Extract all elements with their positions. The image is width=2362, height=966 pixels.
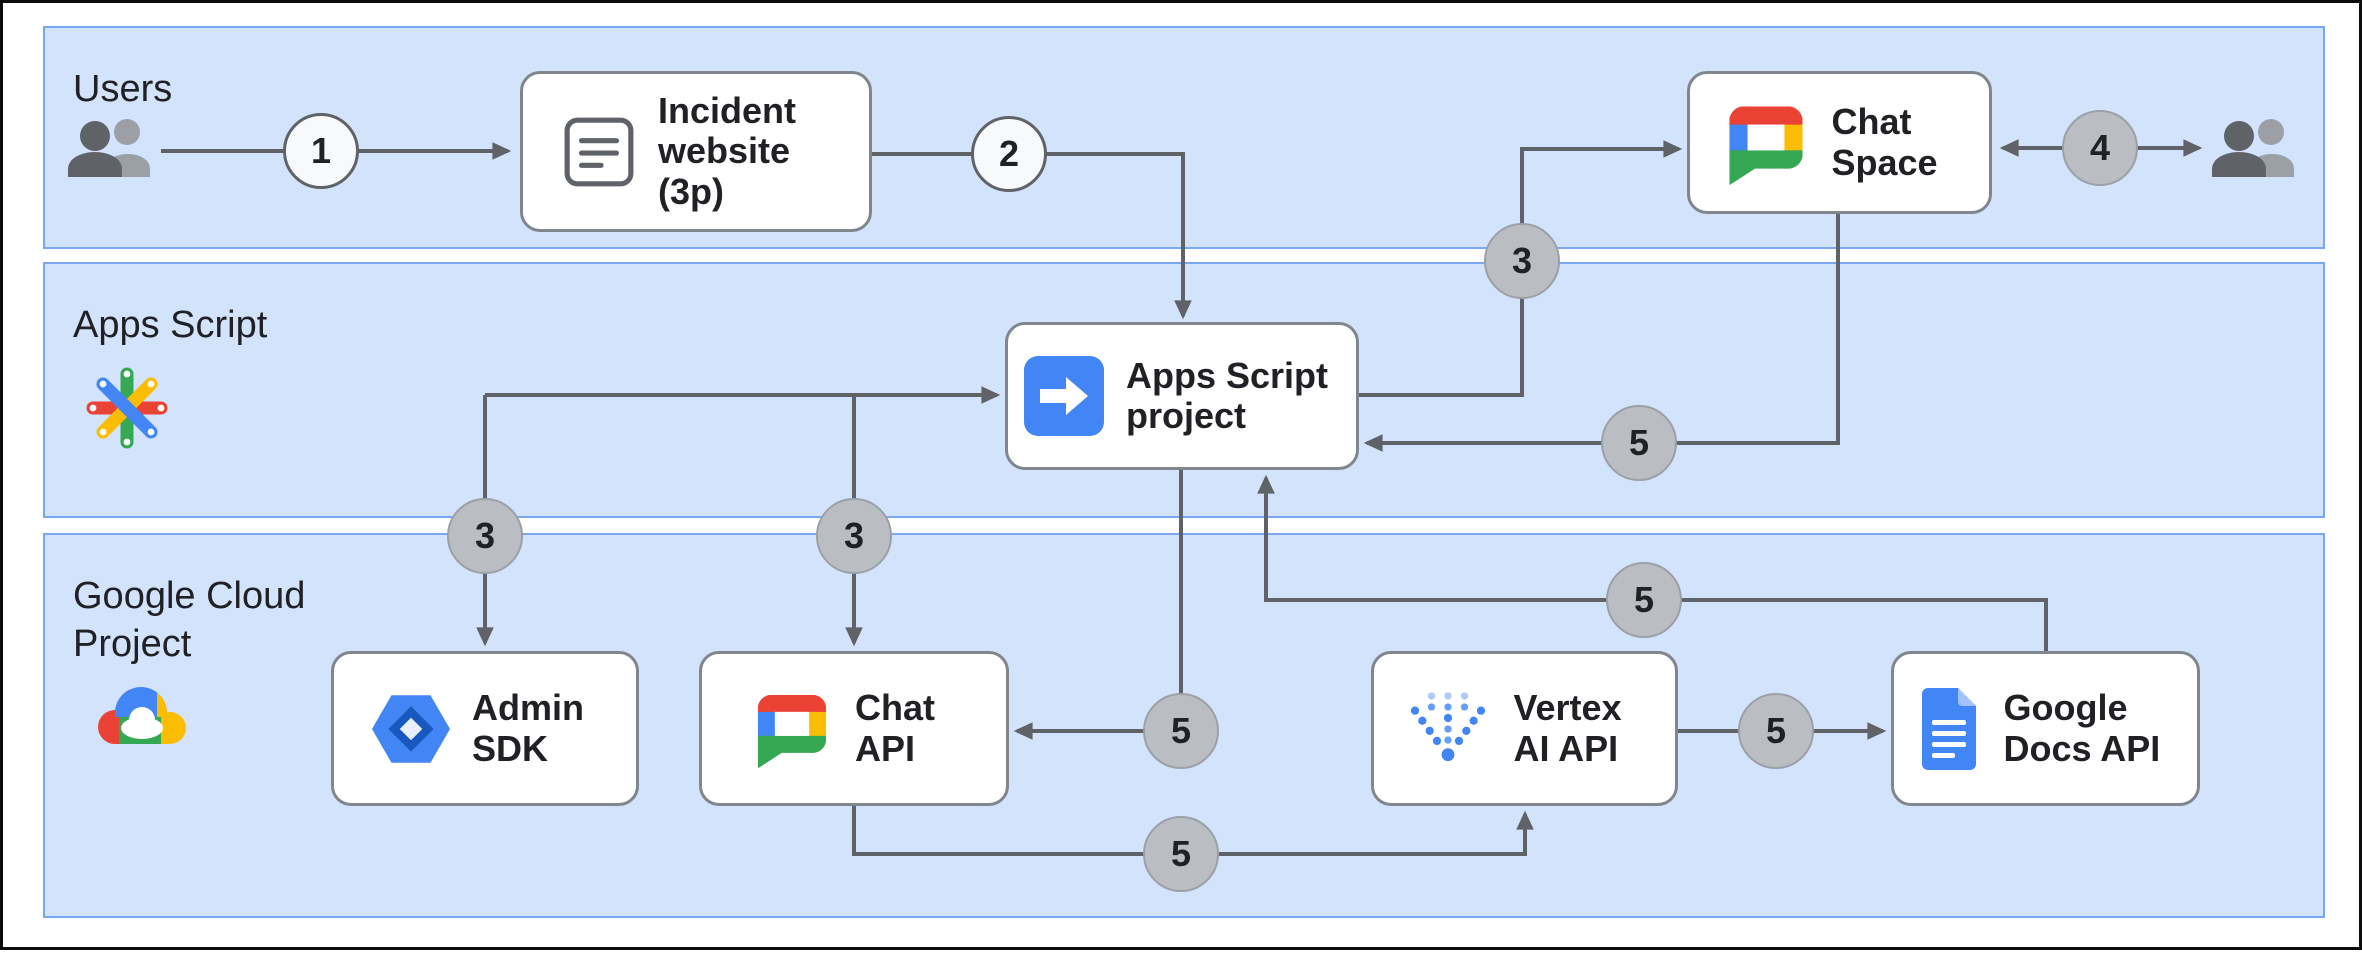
band-users-label: Users bbox=[73, 68, 173, 110]
node-google-docs-api: Google Docs API bbox=[1891, 651, 2200, 806]
node-chat-space: Chat Space bbox=[1687, 71, 1992, 214]
node-vertex-ai-api-label: Vertex AI API bbox=[1513, 687, 1622, 769]
node-chat-api-label: Chat API bbox=[855, 687, 935, 769]
step-marker-2: 2 bbox=[971, 116, 1047, 192]
users-actor-left bbox=[65, 115, 159, 186]
node-incident-website-label: Incident website (3p) bbox=[658, 90, 797, 212]
step-marker-5: 5 bbox=[1143, 816, 1219, 892]
step-marker-5: 5 bbox=[1738, 693, 1814, 769]
admin-sdk-icon bbox=[372, 690, 450, 768]
node-admin-sdk-label: Admin SDK bbox=[472, 687, 584, 769]
step-marker-3: 3 bbox=[447, 498, 523, 574]
step-marker-5: 5 bbox=[1143, 693, 1219, 769]
step-marker-5: 5 bbox=[1601, 405, 1677, 481]
node-apps-script-project: Apps Script project bbox=[1005, 322, 1359, 470]
people-icon bbox=[2209, 115, 2303, 181]
vertex-ai-icon bbox=[1404, 685, 1492, 773]
apps-script-logo-icon bbox=[79, 360, 175, 461]
article-icon bbox=[562, 115, 636, 189]
google-chat-icon bbox=[751, 688, 833, 770]
step-marker-3: 3 bbox=[816, 498, 892, 574]
people-icon bbox=[65, 115, 159, 181]
node-chat-api: Chat API bbox=[699, 651, 1009, 806]
node-incident-website: Incident website (3p) bbox=[520, 71, 872, 232]
users-actor-right bbox=[2209, 115, 2303, 186]
step-marker-1: 1 bbox=[283, 113, 359, 189]
apps-script-project-icon bbox=[1024, 356, 1104, 436]
node-admin-sdk: Admin SDK bbox=[331, 651, 639, 806]
node-apps-script-project-label: Apps Script project bbox=[1126, 354, 1329, 436]
step-marker-5: 5 bbox=[1606, 562, 1682, 638]
band-apps-script-label: Apps Script bbox=[73, 304, 268, 346]
node-chat-space-label: Chat Space bbox=[1831, 101, 1938, 183]
step-marker-3: 3 bbox=[1484, 223, 1560, 299]
google-docs-icon bbox=[1916, 686, 1982, 772]
node-vertex-ai-api: Vertex AI API bbox=[1371, 651, 1678, 806]
step-marker-4: 4 bbox=[2062, 110, 2138, 186]
google-chat-icon bbox=[1722, 99, 1810, 187]
band-google-cloud-label: Google Cloud Project bbox=[73, 575, 306, 665]
node-google-docs-api-label: Google Docs API bbox=[2003, 687, 2161, 769]
google-cloud-logo-icon bbox=[85, 675, 197, 764]
